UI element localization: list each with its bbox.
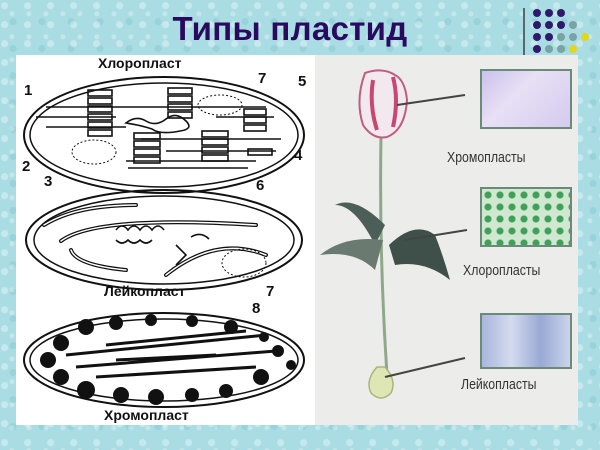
label-leucoplast: Лейкопласт (104, 283, 186, 299)
plastid-schematics-drawing (23, 76, 305, 408)
marker-6: 6 (256, 177, 265, 194)
chromoplast-cells-image (480, 69, 572, 129)
marker-3: 3 (44, 173, 53, 190)
marker-7a: 7 (258, 70, 267, 87)
marker-1: 1 (24, 82, 33, 99)
leucoplast-cells-image (480, 313, 572, 369)
caption-chloroplasts: Хлоропласты (463, 262, 541, 279)
label-chloroplast: Хлоропласт (98, 55, 182, 71)
marker-4: 4 (294, 147, 303, 164)
tulip-drawing (320, 69, 468, 399)
marker-8: 8 (252, 300, 261, 317)
marker-5: 5 (298, 73, 307, 90)
decorative-divider (523, 8, 525, 62)
plastid-schematics-panel: Хлоропласт Лейкопласт Хромопласт 1 2 3 4… (16, 55, 315, 425)
caption-chromoplasts: Хромопласты (447, 149, 526, 166)
tulip-illustration-panel: Хромопласты Хлоропласты Лейкопласты (315, 55, 578, 425)
caption-leucoplasts: Лейкопласты (461, 376, 537, 393)
marker-7b: 7 (266, 283, 275, 300)
slide-title: Типы пластид (172, 10, 408, 47)
label-chromoplast: Хромопласт (104, 407, 189, 423)
chloroplast-cells-image (480, 187, 572, 247)
marker-2: 2 (22, 158, 31, 175)
